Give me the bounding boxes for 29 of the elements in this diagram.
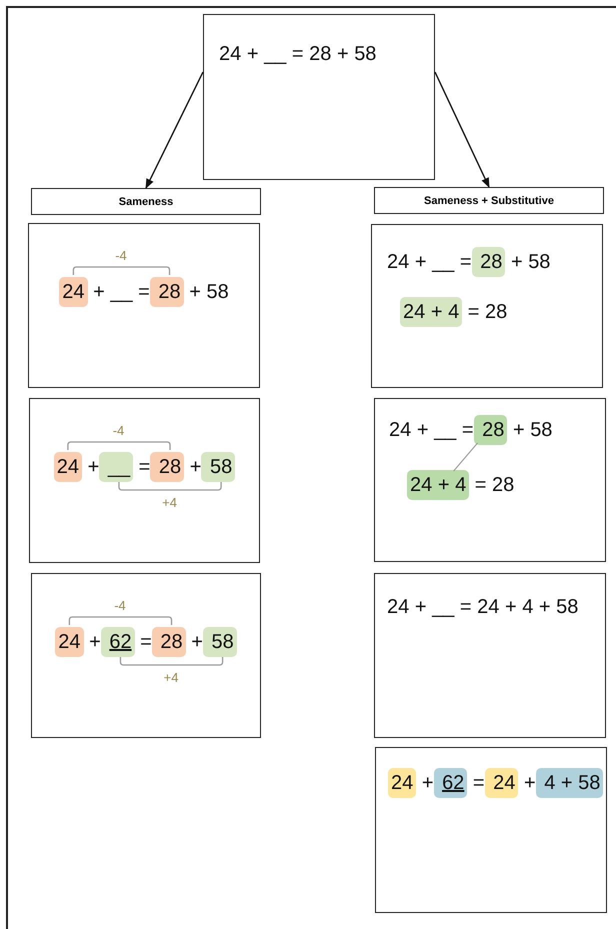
equation: 24 + __ = 28 + 58 xyxy=(219,42,376,67)
equation: 24 + __ = 24 + 4 + 58 xyxy=(387,595,578,620)
equation-box xyxy=(29,398,260,563)
equation: 24 + 4 = 28 xyxy=(400,299,508,325)
difference-label: -4 xyxy=(115,248,127,262)
equation-box xyxy=(203,14,435,180)
header-box xyxy=(374,187,604,214)
equation: 24 + 4 = 28 xyxy=(407,472,514,498)
header-box xyxy=(31,188,261,215)
column-heading: Sameness xyxy=(118,196,174,208)
arrow xyxy=(434,72,490,188)
equation-box xyxy=(371,224,603,388)
difference-label: +4 xyxy=(164,670,178,684)
arrow xyxy=(145,72,204,189)
difference-label: -4 xyxy=(112,422,124,438)
equation: 24 + 62 = 24 + 4 + 58 xyxy=(388,770,604,796)
equation: 24 + __ = 28 + 58 xyxy=(387,249,550,275)
equation-box xyxy=(28,223,260,388)
difference-label: -4 xyxy=(114,598,126,612)
equation: 24 + 62 = 28 + 58 xyxy=(32,629,260,655)
difference-label: +4 xyxy=(162,494,177,510)
equation: 24 + __ = 28 + 58 xyxy=(389,417,552,443)
equation-box xyxy=(374,398,606,562)
equation: 24 + __ = 28 + 58 xyxy=(30,454,259,480)
column-heading: Sameness + Substitutive xyxy=(423,194,555,206)
equation: 24 + __ = 28 + 58 xyxy=(29,279,259,305)
equation-box xyxy=(31,573,261,738)
equation-box xyxy=(374,573,606,738)
equation-box xyxy=(375,747,607,913)
